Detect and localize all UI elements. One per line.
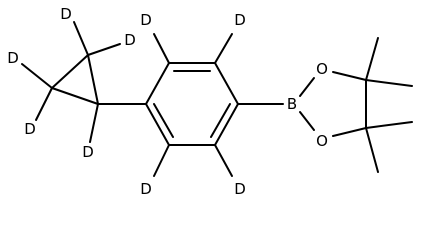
- benzene-deuterium-bonds: [153, 33, 233, 177]
- d-bond-ring-bottom-left: [153, 144, 170, 177]
- d-label-ring-top-left: D: [140, 11, 152, 29]
- cyclopropyl-deuterium-bonds: [21, 21, 121, 143]
- d-label-cp-top-left: D: [60, 5, 72, 23]
- boron-oxygen-bottom-bond: [299, 111, 315, 131]
- dioxaborolane-ring: [299, 71, 367, 137]
- benzene-bond-3: [214, 62, 239, 105]
- benzene-ring: [145, 62, 239, 146]
- d-label-ring-top-right: D: [234, 11, 246, 29]
- cyclopropyl-bonds: [51, 54, 99, 105]
- d-label-cp-left: D: [7, 49, 19, 67]
- d-label-cp-top-right: D: [124, 31, 136, 49]
- atom-labels: D D D D D D D D D B O O: [7, 5, 328, 198]
- methyl-bottom-right: [365, 121, 413, 129]
- methyl-bottom-down: [365, 127, 379, 173]
- d-label-ring-bottom-left: D: [140, 180, 152, 198]
- cyclopropyl-bond-right-top: [87, 54, 99, 105]
- d-label-cp-ch: D: [82, 143, 94, 161]
- d-bond-cp-top-right: [87, 43, 121, 56]
- oxygen-bottom-label: O: [316, 132, 328, 150]
- methyl-top-up: [365, 37, 379, 81]
- methyl-bonds: [365, 37, 413, 173]
- d-label-cp-bottom-left: D: [24, 120, 36, 138]
- boron-oxygen-top-bond: [299, 77, 315, 97]
- cyclopropyl-bond-top-left: [51, 54, 89, 89]
- oxygen-top-carbon-bond: [332, 71, 367, 81]
- d-bond-ring-bottom-right: [214, 144, 233, 177]
- benzene-double-bond-2: [210, 103, 231, 138]
- d-bond-ring-top-right: [214, 33, 233, 64]
- benzene-double-bond-3: [153, 103, 174, 138]
- benzene-bond-4: [214, 103, 239, 146]
- benzene-bond-1: [145, 62, 170, 105]
- benzene-bond-6: [145, 103, 170, 146]
- d-bond-cp-top-left: [73, 21, 89, 56]
- d-bond-cp-bottom-left: [35, 87, 53, 121]
- chemical-structure: D D D D D D D D D B O O: [7, 5, 413, 198]
- cyclopropyl-bond-left-right: [51, 87, 99, 105]
- oxygen-top-label: O: [316, 60, 328, 78]
- methyl-top-right: [365, 79, 413, 87]
- d-bond-cp-left: [21, 63, 53, 89]
- boron-label: B: [287, 95, 297, 113]
- oxygen-bottom-carbon-bond: [332, 127, 367, 137]
- d-bond-cp-ch: [89, 103, 99, 143]
- d-label-ring-bottom-right: D: [234, 180, 246, 198]
- d-bond-ring-top-left: [153, 33, 170, 64]
